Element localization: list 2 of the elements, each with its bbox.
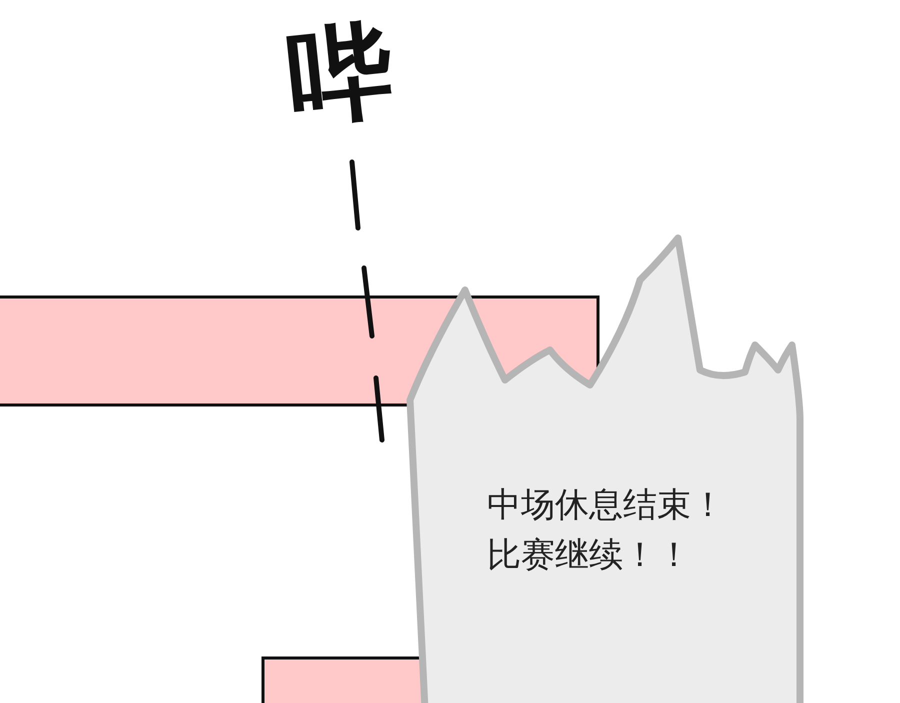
sound-effect-text: 哔 — [282, 16, 398, 132]
dialogue-text: 中场休息结束！比赛继续！！ — [487, 484, 726, 577]
